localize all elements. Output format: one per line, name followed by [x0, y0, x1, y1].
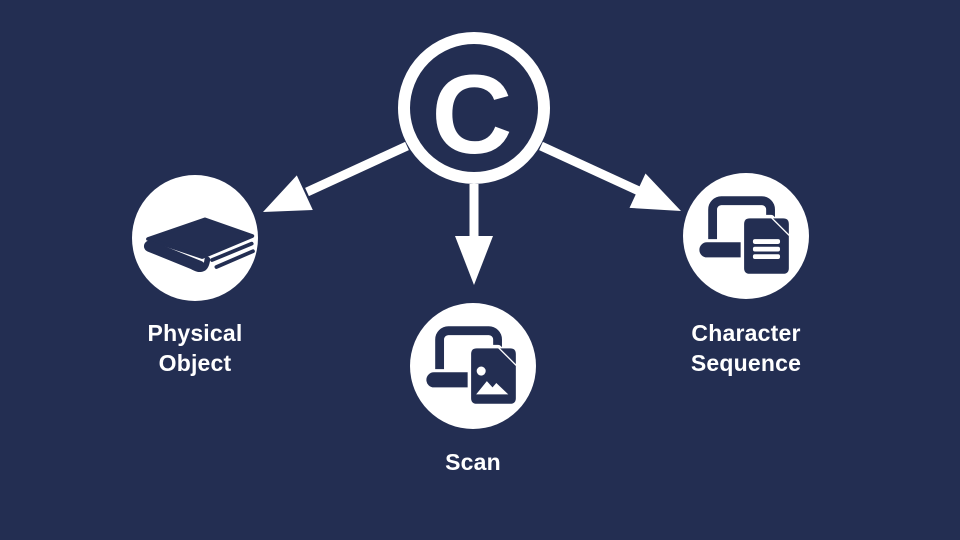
arrow-to-physical-object-icon: [263, 141, 409, 212]
laptop-text-document-icon: [696, 196, 793, 278]
node-physical-object: [132, 175, 258, 301]
label-character-sequence: Character Sequence: [690, 320, 802, 376]
arrow-to-scan-icon: [455, 184, 493, 285]
node-character-sequence: [683, 173, 809, 299]
node-scan: [410, 303, 536, 429]
copyright-ring-icon: [398, 32, 550, 184]
copyright-symbol: C: [432, 52, 513, 177]
copyright-node: C: [398, 32, 550, 184]
book-icon: [143, 217, 255, 273]
laptop-photo-icon: [423, 326, 520, 408]
label-scan: Scan: [445, 449, 501, 475]
label-physical-object: Physical Object: [147, 320, 243, 376]
arrow-to-character-sequence-icon: [539, 141, 681, 211]
